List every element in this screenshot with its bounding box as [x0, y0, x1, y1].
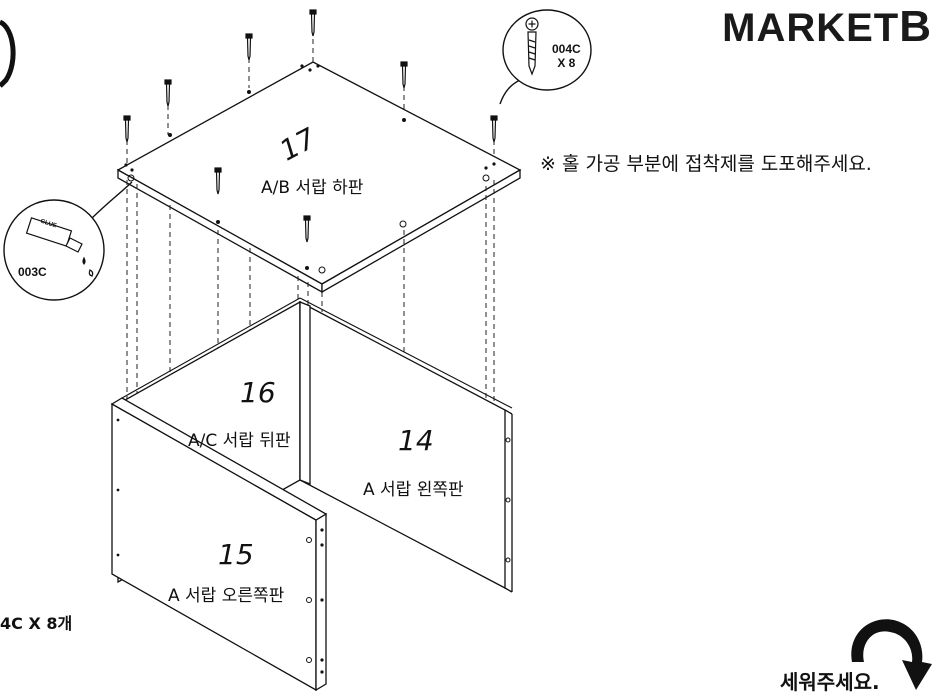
part-14-number: 14: [398, 424, 434, 457]
screw-callout-text: 004C X 8: [552, 42, 581, 70]
glue-instruction: ※ 홀 가공 부분에 접착제를 도포해주세요.: [540, 153, 872, 175]
screw-icons: [123, 9, 498, 243]
part-16-name: A/C 서랍 뒤판: [188, 431, 291, 451]
stand-up-note: 세워주세요.: [780, 670, 880, 694]
glue-code: 003C: [18, 265, 47, 279]
part-17-name: A/B 서랍 하판: [261, 178, 364, 198]
brand-name: MARKET: [722, 6, 900, 50]
brand-logo: MARKETB: [722, 2, 932, 52]
part-14-name: A 서랍 왼쪽판: [363, 480, 464, 500]
rotate-arrow-icon: [851, 619, 932, 690]
screw-code: 004C: [552, 42, 581, 56]
step-circle-fragment: [0, 19, 16, 88]
glue-tube-icon: [25, 217, 94, 277]
part-15-name: A 서랍 오른쪽판: [168, 586, 285, 606]
part-16-number: 16: [240, 376, 276, 409]
screw-qty: X 8: [557, 56, 576, 70]
screw-icon: [525, 17, 539, 76]
screw-count-note: 4C X 8개: [0, 614, 73, 633]
panel-17: [116, 61, 522, 294]
screw-callout: [499, 9, 592, 105]
brand-suffix: B: [899, 2, 932, 51]
part-15-number: 15: [218, 538, 254, 571]
